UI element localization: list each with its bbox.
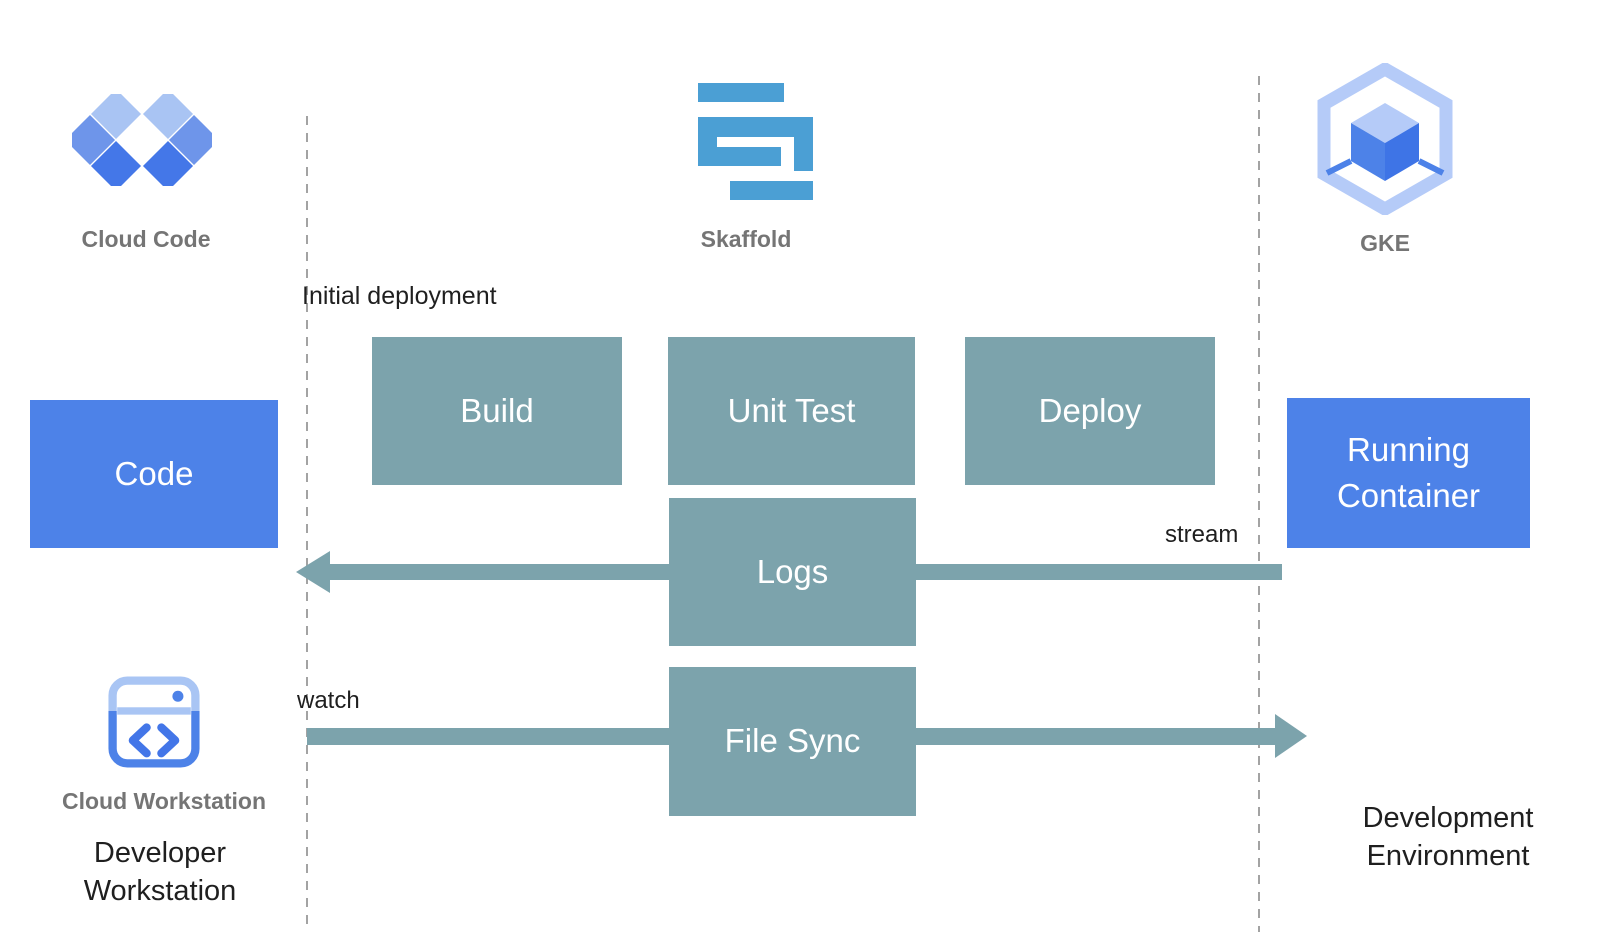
cloud-workstation-label: Cloud Workstation: [61, 788, 267, 814]
initial-deployment-label: Initial deployment: [302, 282, 497, 310]
cloud-code-icon: [72, 94, 212, 186]
code-box: Code: [30, 400, 278, 548]
running-container-box: Running Container: [1287, 398, 1530, 548]
developer-workstation-caption: Developer Workstation: [83, 837, 237, 907]
gke-icon: [1317, 63, 1453, 215]
stream-label: stream: [1165, 521, 1239, 548]
unit-test-box: Unit Test: [668, 337, 915, 485]
file-sync-arrowhead-right: [1275, 714, 1307, 758]
logs-stream-arrowhead-left: [296, 551, 330, 593]
file-sync-box: File Sync: [669, 667, 916, 816]
skaffold-label: Skaffold: [700, 226, 792, 252]
development-environment-caption: Development Environment: [1362, 802, 1534, 872]
cloud-workstation-icon: [108, 676, 200, 768]
build-box: Build: [372, 337, 622, 485]
cloud-code-label: Cloud Code: [81, 226, 211, 252]
gke-label: GKE: [1360, 230, 1410, 256]
skaffold-icon: [698, 83, 813, 200]
left-column-separator: [306, 116, 308, 932]
logs-box: Logs: [669, 498, 916, 646]
deploy-box: Deploy: [965, 337, 1215, 485]
watch-label: watch: [297, 687, 360, 714]
right-column-separator: [1258, 76, 1260, 932]
